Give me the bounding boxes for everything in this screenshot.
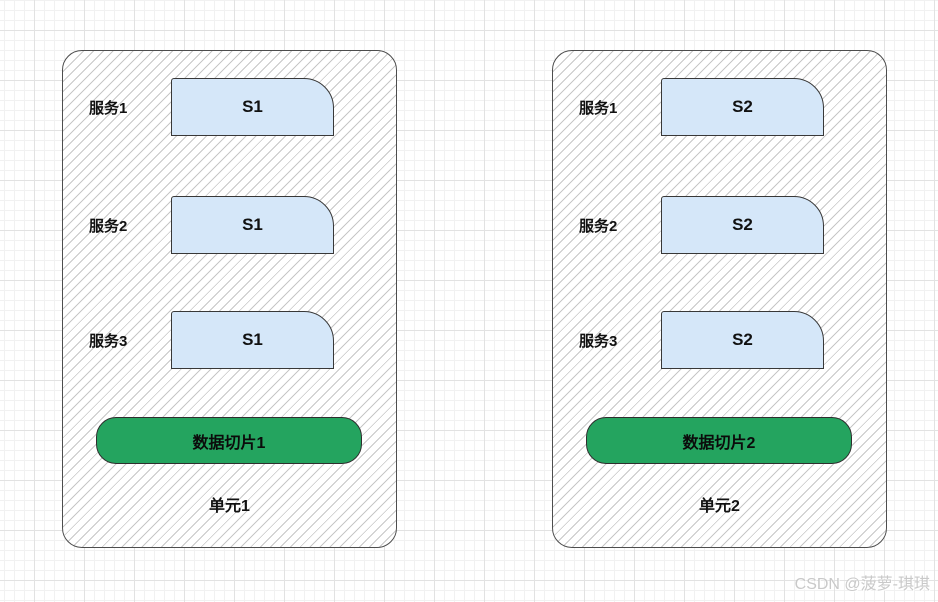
service-box-label: S1 <box>242 330 263 349</box>
service-label: 服务2 <box>89 218 128 235</box>
service-label: 服务1 <box>579 100 618 117</box>
service-box-label: S2 <box>732 330 753 349</box>
service-box-label: S2 <box>732 97 753 116</box>
unit-1-container: 服务1 S1 服务2 S1 服务3 S1 数据切片1 单元1 <box>62 50 397 548</box>
service-box-label: S1 <box>242 97 263 116</box>
service-box: S2 <box>661 78 824 136</box>
service-label: 服务3 <box>579 333 618 350</box>
unit-label: 单元2 <box>699 498 740 515</box>
unit-2-container: 服务1 S2 服务2 S2 服务3 S2 数据切片2 单元2 <box>552 50 887 548</box>
service-label: 服务3 <box>89 333 128 350</box>
service-box: S2 <box>661 311 824 369</box>
service-box: S1 <box>171 196 334 254</box>
service-box: S1 <box>171 311 334 369</box>
data-slice-pill: 数据切片2 <box>586 417 852 464</box>
unit-label: 单元1 <box>209 498 250 515</box>
data-slice-pill: 数据切片1 <box>96 417 362 464</box>
service-label: 服务1 <box>89 100 128 117</box>
data-slice-label: 数据切片2 <box>682 434 756 452</box>
service-box-label: S1 <box>242 215 263 234</box>
watermark: CSDN @菠萝-琪琪 <box>794 576 930 593</box>
service-box-label: S2 <box>732 215 753 234</box>
service-box: S2 <box>661 196 824 254</box>
data-slice-label: 数据切片1 <box>192 434 266 452</box>
service-box: S1 <box>171 78 334 136</box>
service-label: 服务2 <box>579 218 618 235</box>
